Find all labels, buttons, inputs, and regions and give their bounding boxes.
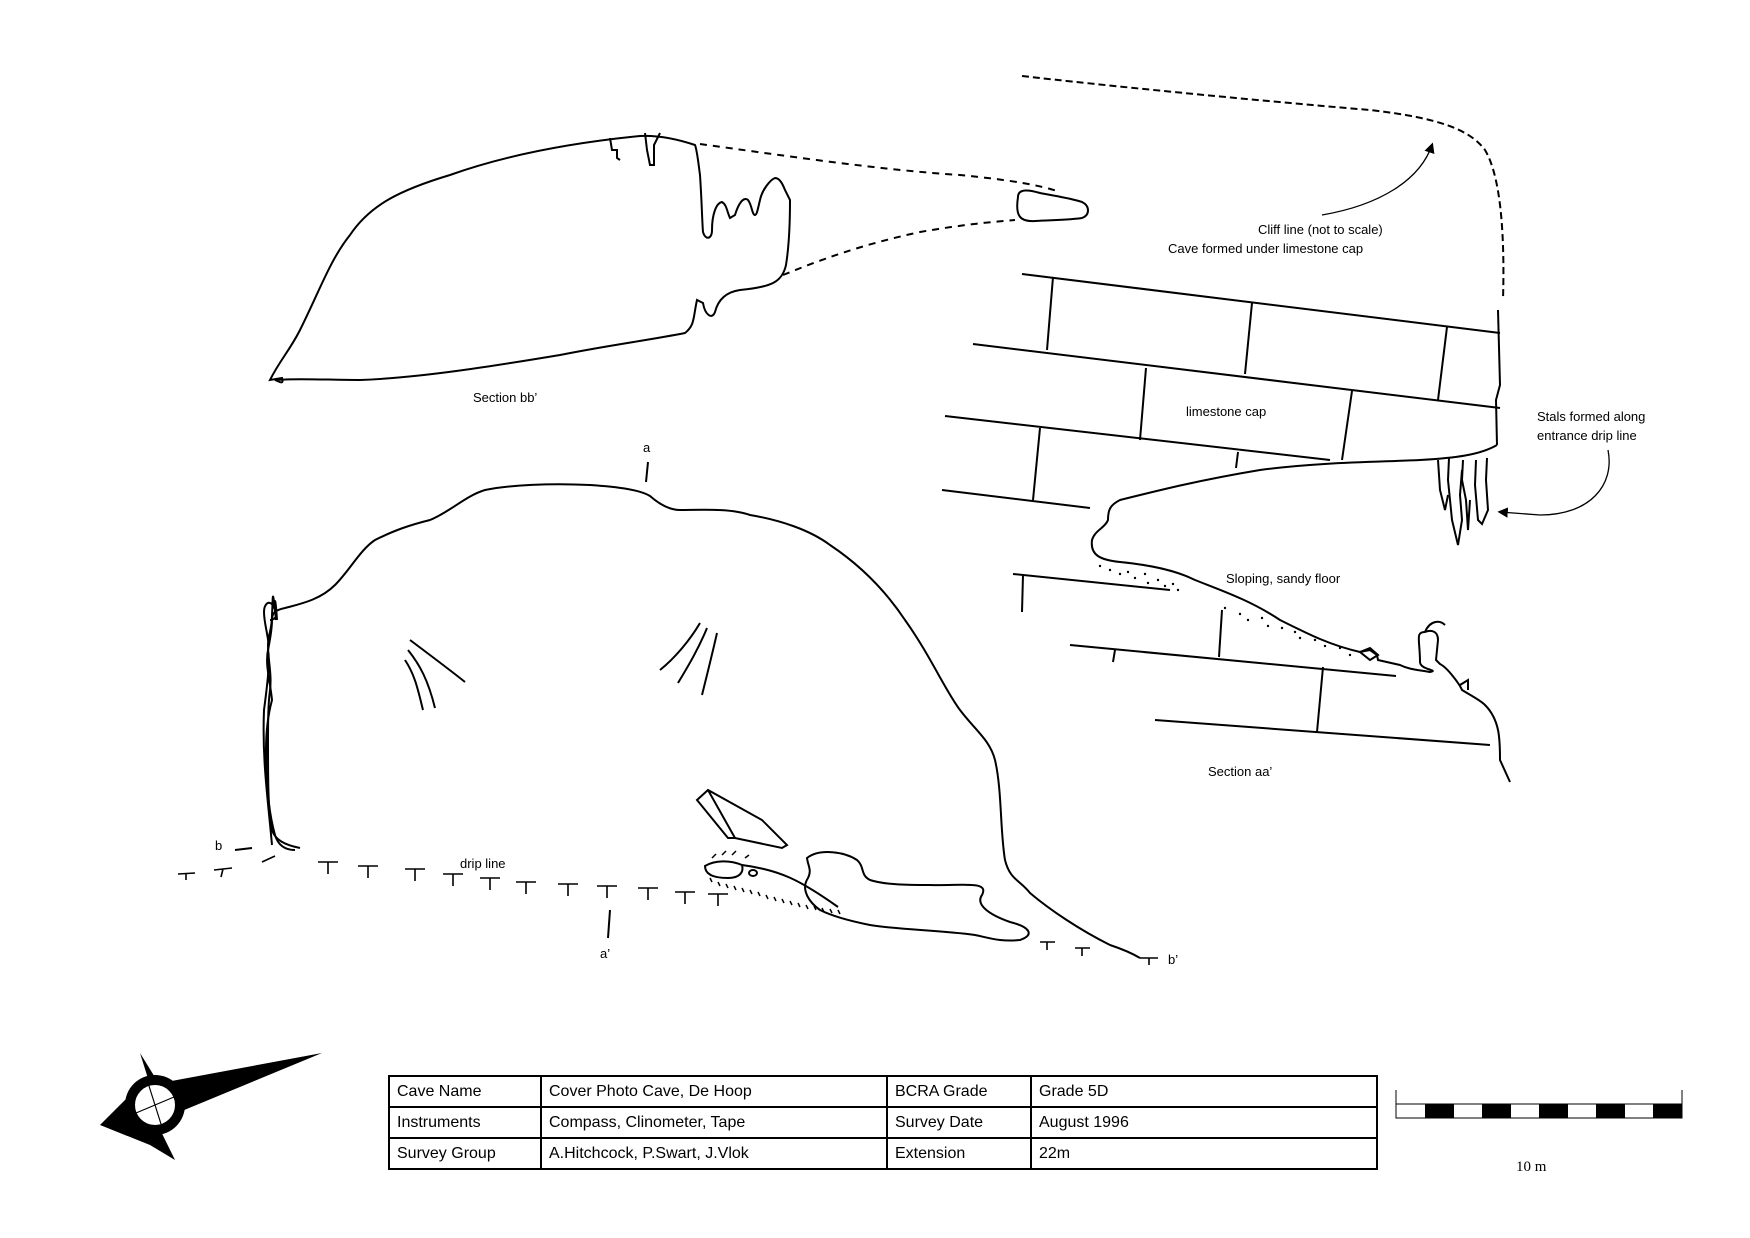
section-line-a — [645, 461, 649, 483]
bedding-line — [1154, 719, 1491, 746]
marker-a: a — [643, 440, 651, 455]
floor-stalagmite — [1459, 678, 1469, 690]
sandy-floor-dots — [1098, 564, 1352, 657]
plan-crack — [404, 659, 424, 711]
marker-b-prime: b’ — [1168, 952, 1178, 967]
section-line-a-prime — [607, 909, 611, 939]
bedding-line — [972, 343, 1501, 409]
plan-crack — [409, 639, 466, 683]
plan-crack — [659, 622, 701, 671]
joint-line — [1244, 302, 1253, 375]
cliff-face — [1494, 309, 1502, 446]
cliff-line — [1021, 75, 1505, 301]
stal — [1473, 457, 1490, 526]
cave-name-label: Cave Name — [388, 1075, 542, 1108]
section-bb-dashed-floor — [782, 219, 1016, 276]
cave-profile — [1090, 444, 1511, 783]
joint-line — [1046, 276, 1054, 351]
plan-crack — [677, 627, 708, 684]
section-bb-dashed-roof — [699, 143, 1061, 193]
drip-line-label: drip line — [460, 856, 506, 871]
plan-outline-main — [264, 483, 1141, 959]
survey-date-value: August 1996 — [1030, 1106, 1378, 1139]
section-bb-stal — [609, 137, 621, 161]
joint-line — [1341, 390, 1353, 461]
section-aa — [941, 75, 1511, 783]
section-bb-block — [1016, 189, 1089, 223]
section-bb-label: Section bb’ — [473, 390, 537, 405]
plan-entrance-link — [741, 864, 839, 908]
section-aa-label: Section aa’ — [1208, 764, 1272, 779]
bcra-grade-value: Grade 5D — [1030, 1075, 1378, 1108]
section-line-b — [234, 847, 253, 851]
survey-group-label: Survey Group — [388, 1137, 542, 1170]
plan-pebble — [748, 869, 758, 877]
cliff-line-label: Cliff line (not to scale) — [1258, 222, 1383, 237]
scale-bar-label: 10 m — [1516, 1159, 1547, 1175]
floor-pebble — [1358, 646, 1380, 662]
plan-small-rock — [703, 860, 744, 880]
marker-a-prime: a’ — [600, 946, 610, 961]
stals-label-line2: entrance drip line — [1537, 428, 1637, 443]
scale-bar — [1395, 1090, 1683, 1119]
plan-boulder — [695, 788, 789, 850]
table-row: Instruments Compass, Clinometer, Tape Su… — [388, 1106, 1378, 1139]
joint-line — [1139, 367, 1147, 441]
stals-arrow — [1497, 449, 1610, 518]
bedding-line — [1012, 573, 1171, 591]
plan-rock-outcrop — [804, 851, 1030, 942]
limestone-cap-label: limestone cap — [1186, 404, 1266, 419]
section-bb — [268, 132, 1089, 384]
table-row: Survey Group A.Hitchcock, P.Swart, J.Vlo… — [388, 1137, 1378, 1170]
stal — [1460, 459, 1471, 531]
instruments-value: Compass, Clinometer, Tape — [540, 1106, 888, 1139]
bedding-line — [944, 415, 1331, 461]
section-bb-outline — [268, 134, 792, 384]
bcra-grade-label: BCRA Grade — [886, 1075, 1032, 1108]
survey-group-value: A.Hitchcock, P.Swart, J.Vlok — [540, 1137, 888, 1170]
survey-date-label: Survey Date — [886, 1106, 1032, 1139]
joint-line — [1032, 427, 1041, 501]
bedding-line — [941, 489, 1091, 509]
joint-line — [1218, 609, 1223, 658]
joint-line — [1235, 451, 1239, 469]
cave-name-value: Cover Photo Cave, De Hoop — [540, 1075, 888, 1108]
marker-b: b — [215, 838, 222, 853]
table-row: Cave Name Cover Photo Cave, De Hoop BCRA… — [388, 1075, 1378, 1108]
extension-value: 22m — [1030, 1137, 1378, 1170]
section-bb-stal — [644, 132, 661, 166]
survey-info-table: Cave Name Cover Photo Cave, De Hoop BCRA… — [388, 1075, 1378, 1170]
stal — [1446, 457, 1464, 546]
joint-line — [1021, 574, 1024, 613]
instruments-label: Instruments — [388, 1106, 542, 1139]
plan-crack — [407, 649, 436, 709]
floor-stalagmite — [1424, 620, 1446, 633]
cave-formed-label: Cave formed under limestone cap — [1168, 241, 1363, 256]
stal — [1437, 459, 1449, 511]
joint-line — [1112, 649, 1116, 663]
plan-slope-ticks — [711, 850, 750, 859]
stals-label-line1: Stals formed along — [1537, 409, 1645, 424]
bedding-line — [1021, 273, 1501, 334]
plan-crack — [701, 632, 718, 696]
extension-label: Extension — [886, 1137, 1032, 1170]
sloping-floor-label: Sloping, sandy floor — [1226, 571, 1341, 586]
bedding-line — [1069, 644, 1397, 677]
joint-line — [1437, 326, 1448, 401]
joint-line — [1316, 666, 1324, 733]
compass-north-arrow-icon — [100, 1053, 322, 1160]
plan-slope-ticks — [709, 877, 841, 915]
plan-view — [177, 461, 1158, 965]
cliff-line-arrow — [1321, 142, 1435, 216]
drip-line-markers — [177, 855, 1158, 965]
